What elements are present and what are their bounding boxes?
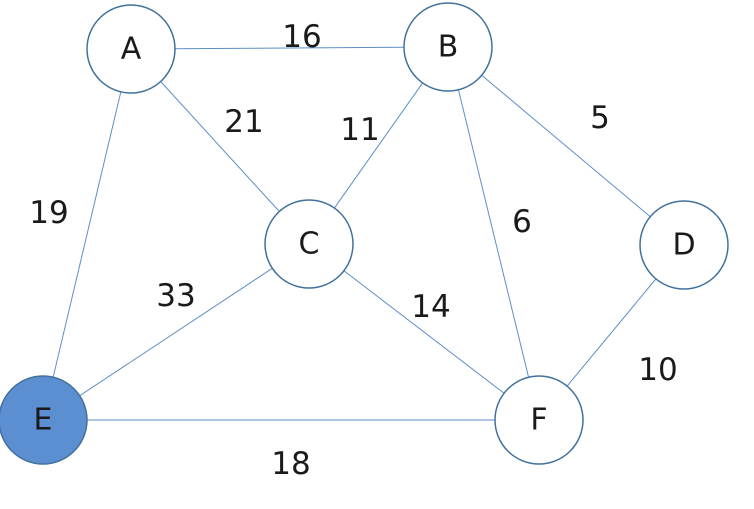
edge-weight-b-d: 5 (590, 100, 610, 136)
node-d-label: D (672, 228, 695, 263)
node-e: E (0, 375, 88, 465)
node-b-label: B (438, 30, 459, 65)
edge-b-d (481, 74, 651, 218)
node-f: F (494, 375, 584, 465)
edge-a-e (52, 91, 122, 378)
edge-weight-a-b: 16 (282, 19, 321, 55)
node-d: D (639, 200, 729, 290)
node-d-circle (639, 200, 729, 290)
edge-weight-d-f: 10 (638, 352, 677, 388)
node-f-label: F (530, 403, 547, 438)
edge-weight-e-f: 18 (271, 446, 310, 482)
node-a-label: A (121, 32, 142, 67)
node-b: B (403, 2, 493, 92)
edge-d-f (566, 278, 657, 387)
node-e-label: E (34, 403, 53, 438)
edge-weight-c-e: 33 (156, 278, 195, 314)
edge-b-f (457, 89, 530, 378)
edge-weights-layer: 16 21 19 11 5 6 33 14 10 18 (29, 19, 677, 482)
edge-weight-b-c: 11 (340, 112, 379, 148)
nodes-layer: A B C D E F (0, 2, 729, 465)
edge-weight-b-f: 6 (512, 204, 532, 240)
node-f-circle (494, 375, 584, 465)
node-c: C (264, 199, 354, 289)
edge-b-c (333, 82, 424, 209)
node-c-label: C (299, 227, 320, 262)
edge-c-e (79, 267, 273, 397)
node-b-circle (403, 2, 493, 92)
edges-layer (52, 46, 657, 421)
edge-weight-a-c: 21 (224, 104, 263, 140)
node-c-circle (264, 199, 354, 289)
node-a-circle (86, 4, 176, 94)
edge-weight-c-f: 14 (411, 289, 450, 325)
edge-c-f (343, 270, 505, 394)
node-e-circle (0, 375, 88, 465)
edge-a-b (174, 46, 405, 50)
edge-a-c (160, 81, 280, 212)
node-a: A (86, 4, 176, 94)
edge-weight-a-e: 19 (29, 195, 68, 231)
